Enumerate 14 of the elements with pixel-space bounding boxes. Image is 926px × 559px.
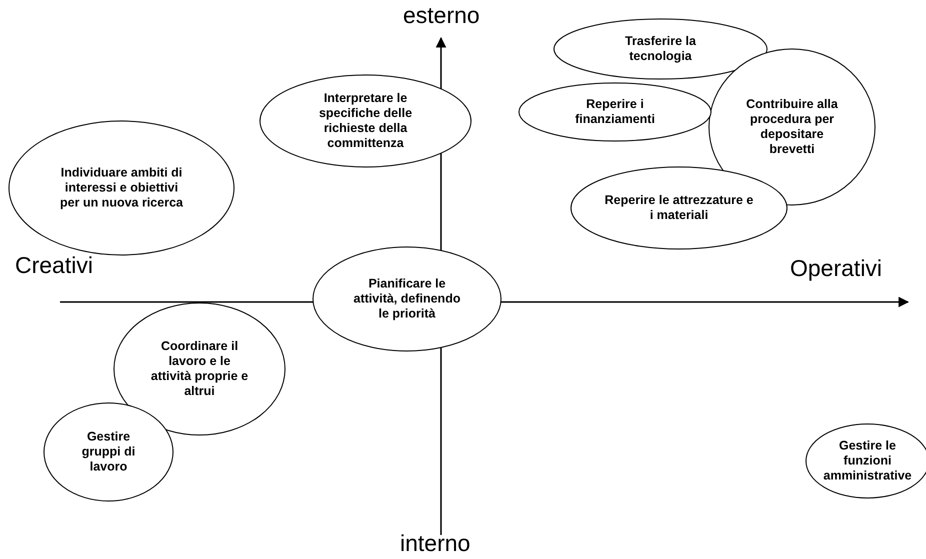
node-text: Pianificare le attività, definendo le priorità [352,276,462,322]
axis-label: Creativi [15,252,93,278]
node-text: Coordinare il lavoro e le attività proprie e altrui [150,339,250,399]
node-text: Gestire gruppi di lavoro [80,430,136,474]
node-text: Interpretare le specifiche delle richieste della committenza [318,91,414,151]
axis-label: esterno [403,2,480,28]
node-text: Contribuire alla procedura per depositare brevetti [745,97,839,157]
axis-label: interno [400,530,470,556]
axis-label: Operativi [790,255,882,281]
node-text: Gestire le funzioni amministrative [822,438,913,484]
node-text: Individuare ambiti di interessi e obiettivi per un nuova ricerca [59,166,184,210]
node-text: Trasferire la tecnologia [624,34,697,64]
node-text: Reperire i finanziamenti [574,97,656,127]
node-text: Reperire le attrezzature e i materiali [604,193,754,223]
